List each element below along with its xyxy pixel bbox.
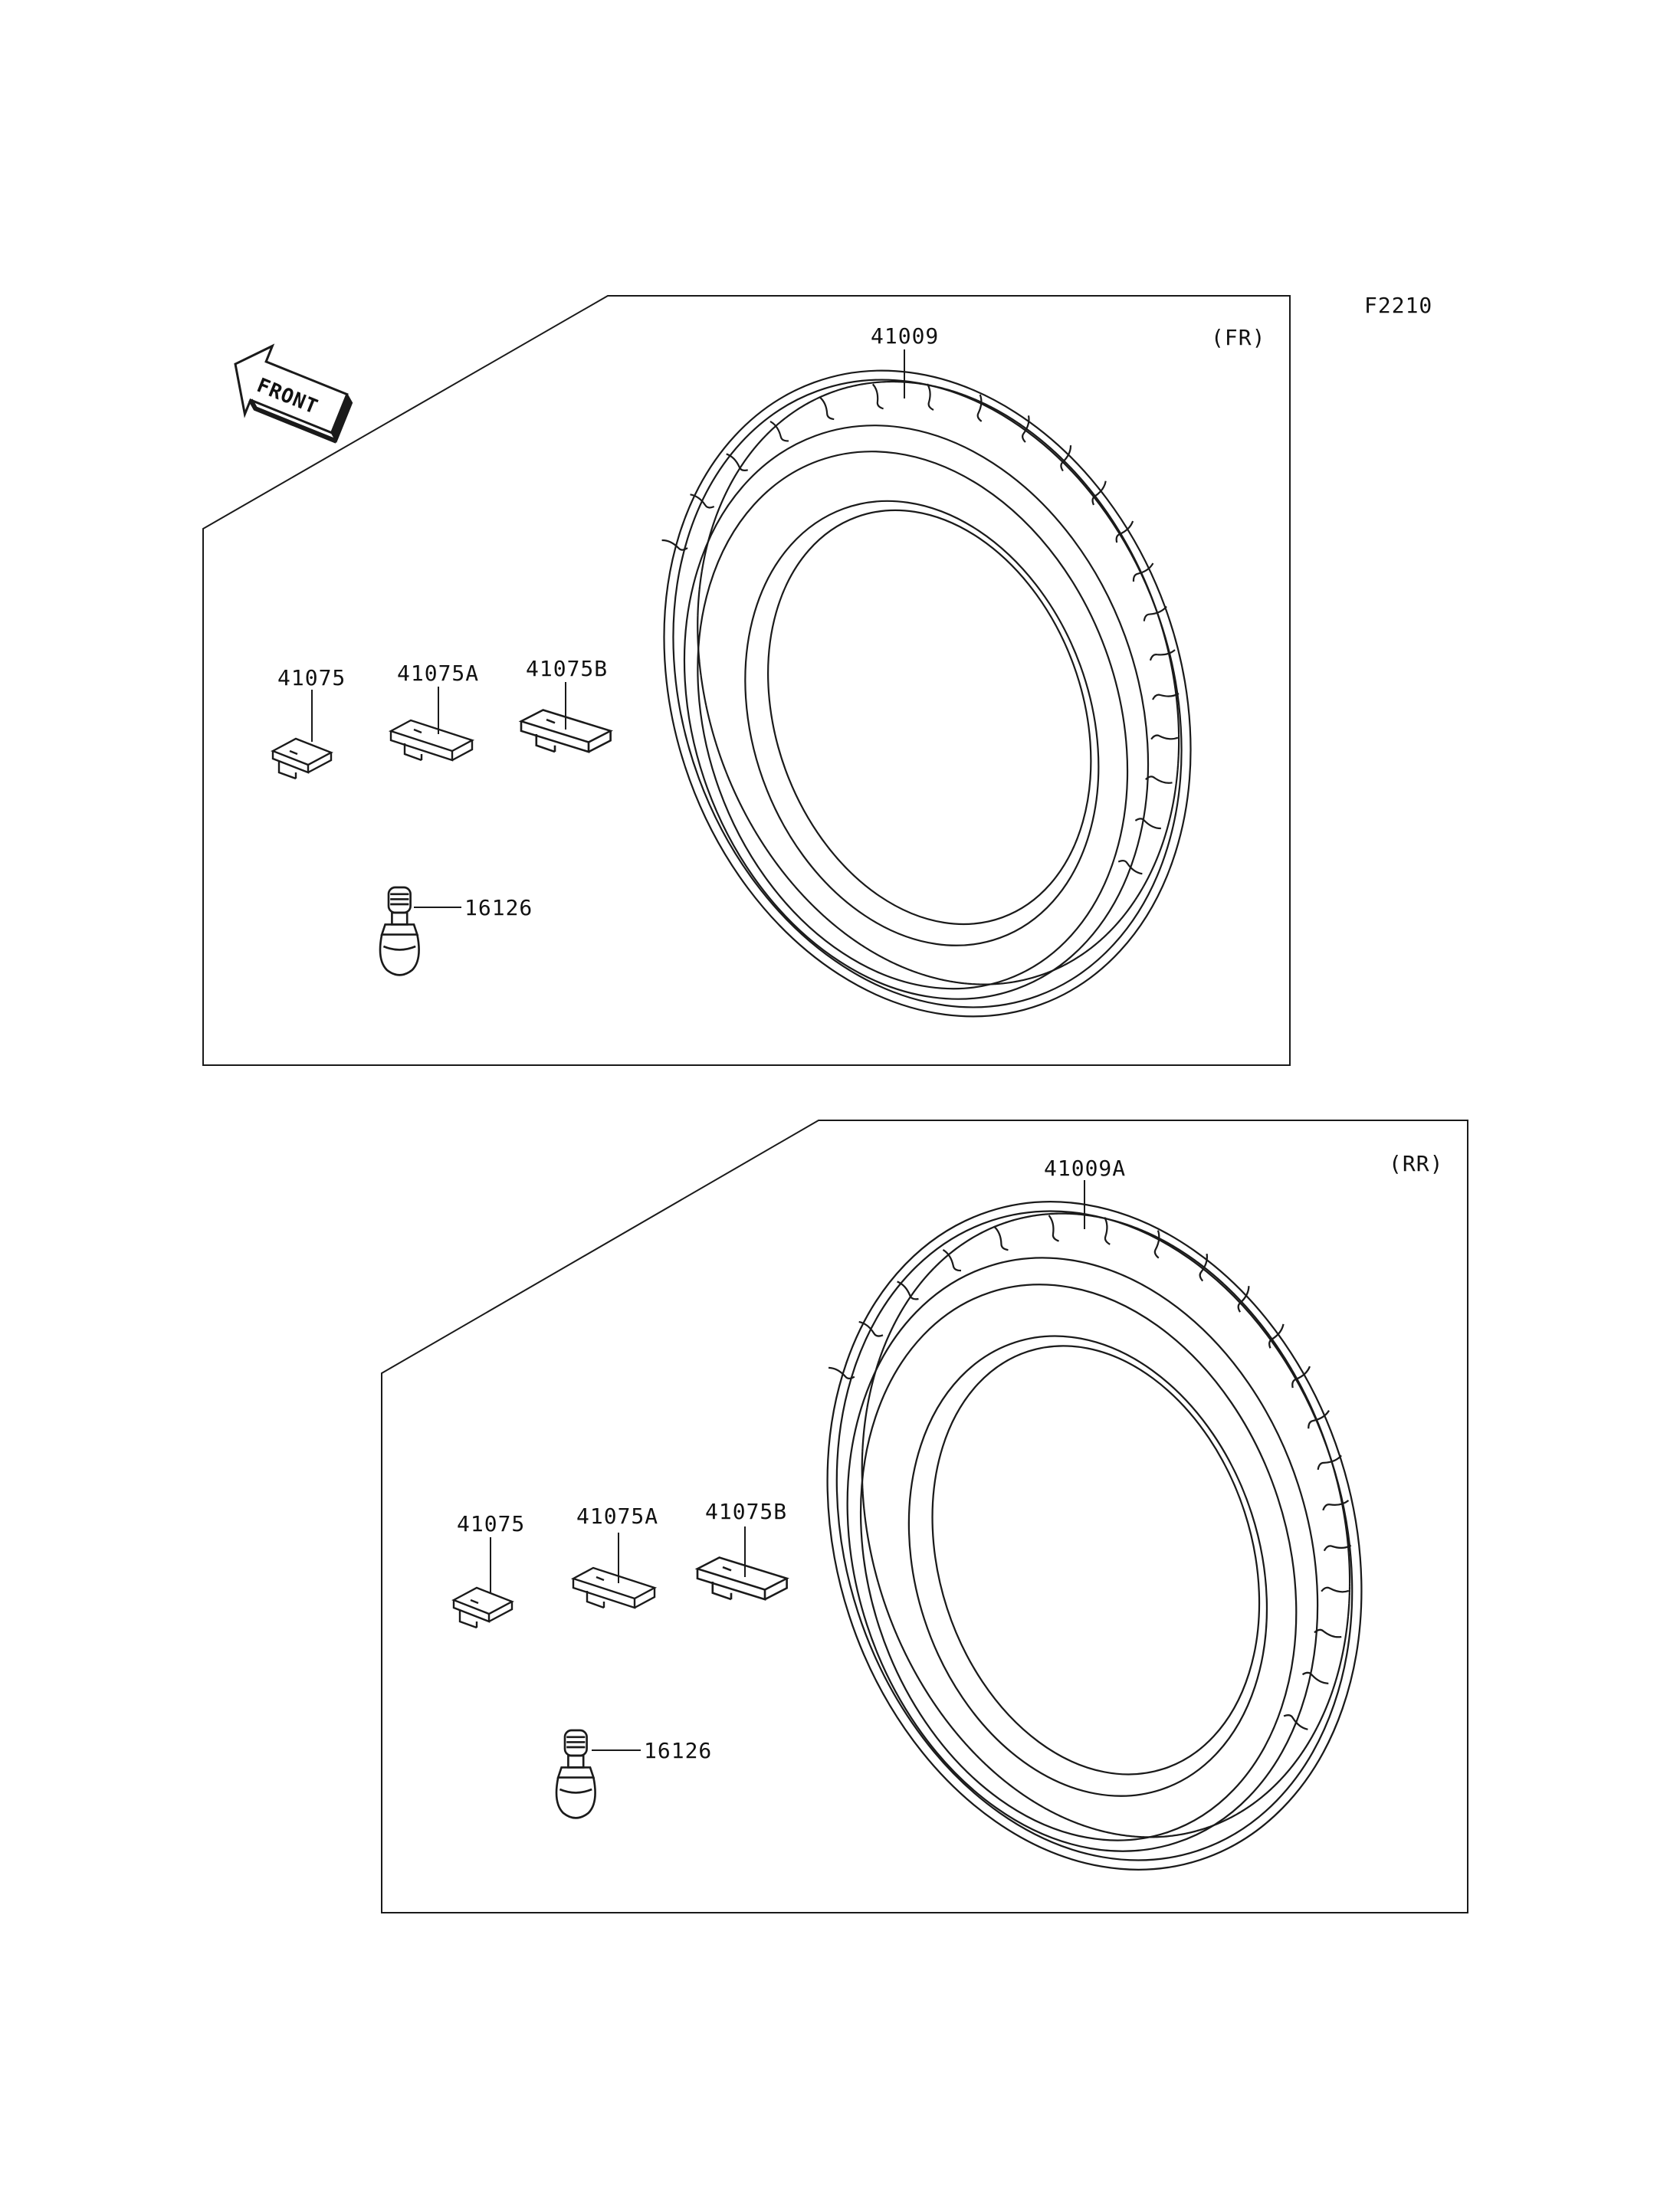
weight-41075b-rr-drawing (696, 1556, 788, 1601)
weight-41075-rr-drawing (452, 1586, 514, 1629)
part-label-41009: 41009 (871, 323, 940, 349)
front-arrow-icon (234, 343, 353, 444)
position-tag-rr: (RR) (1389, 1151, 1444, 1176)
front-tire-drawing (576, 295, 1279, 1092)
weight-41075b-fr-drawing (520, 709, 612, 753)
rear-panel (381, 1120, 1468, 1941)
weight-41075a-rr-drawing (572, 1566, 656, 1609)
position-tag-fr: (FR) (1211, 325, 1266, 350)
part-label-16126-fr: 16126 (464, 895, 533, 920)
part-label-41075-rr: 41075 (457, 1511, 526, 1536)
part-label-41075a-fr: 41075A (397, 661, 480, 686)
part-label-41075b-rr: 41075B (705, 1499, 788, 1524)
part-label-41075-fr: 41075 (277, 665, 346, 690)
part-label-41009a: 41009A (1044, 1156, 1127, 1181)
part-label-41075b-fr: 41075B (526, 656, 609, 681)
rear-tire-drawing (743, 1130, 1446, 1941)
part-label-41075a-rr: 41075A (576, 1503, 659, 1529)
front-panel-frame (202, 295, 1291, 1066)
valve-16126-fr-drawing (379, 886, 420, 976)
valve-16126-rr-drawing (555, 1729, 596, 1819)
part-label-16126-rr: 16126 (644, 1738, 713, 1763)
figure-code: F2210 (1364, 293, 1433, 318)
weight-41075-fr-drawing (271, 737, 333, 780)
front-panel (202, 295, 1291, 1092)
weight-41075a-fr-drawing (389, 719, 474, 762)
rear-panel-frame (381, 1120, 1468, 1913)
